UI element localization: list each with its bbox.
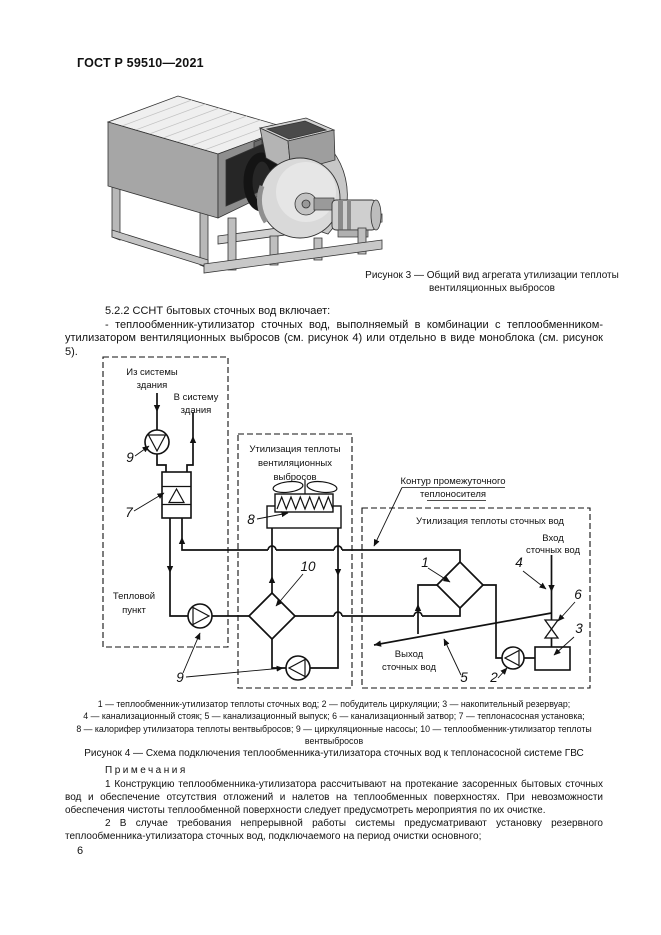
note-item: 2 В случае требования непрерывной работы…	[65, 818, 603, 842]
label-vent-recovery: Утилизация теплоты	[249, 444, 340, 455]
flow-arrows	[153, 405, 555, 647]
svg-text:пункт: пункт	[122, 605, 146, 616]
vent-recovery-box	[237, 433, 353, 689]
item-number-6: 6	[574, 587, 582, 602]
leader-lines	[133, 445, 576, 679]
figure4-legend: 1 — теплообменник-утилизатор теплоты сто…	[65, 698, 603, 748]
item-number-9: 9	[126, 450, 134, 465]
section-5-2-2: 5.2.2 ССНТ бытовых сточных вод включает:…	[65, 305, 603, 359]
item-number-1: 1	[421, 555, 429, 570]
unit-left-frame	[111, 183, 209, 269]
unit-base-frame	[203, 217, 383, 274]
storage-tank-symbol	[534, 646, 571, 671]
section-paragraph: - теплообменник-утилизатор сточных вод, …	[65, 318, 603, 358]
figure3-caption: Рисунок 3 — Общий вид агрегата утилизаци…	[338, 269, 646, 295]
unit-fan-drum	[256, 157, 341, 239]
air-heater-symbol	[266, 493, 342, 529]
heat-pump-unit-symbol	[161, 471, 192, 519]
section-heading: 5.2.2 ССНТ бытовых сточных вод включает:	[105, 305, 331, 317]
legend-line: 8 — калорифер утилизатора теплоты вентвы…	[76, 723, 592, 734]
svg-text:здания: здания	[137, 380, 168, 391]
item-number-5: 5	[460, 670, 468, 685]
svg-text:сточных вод: сточных вод	[526, 545, 580, 556]
valve-icon	[543, 619, 560, 639]
label-sewage-out: Выход	[395, 649, 424, 660]
heat-point-box	[102, 356, 229, 648]
fan-icon	[272, 480, 338, 494]
svg-text:здания: здания	[181, 405, 212, 416]
notes-title: Примечания	[105, 765, 188, 776]
pump-icon	[501, 646, 525, 670]
document-number: ГОСТ Р 59510—2021	[77, 56, 204, 70]
legend-line: 1 — теплообменник-утилизатор теплоты сто…	[97, 699, 571, 709]
label-sewage-recovery: Утилизация теплоты сточных вод	[416, 516, 564, 527]
label-intermediate-loop: Контур промежуточного	[400, 476, 505, 487]
notes-block: Примечания 1 Конструкцию теплообменника-…	[65, 764, 603, 843]
sewage-recovery-box	[361, 507, 591, 689]
legend-line: вентвыбросов	[304, 736, 364, 747]
unit-motor	[313, 197, 382, 238]
sewage-outlet-line	[373, 612, 552, 646]
svg-text:сточных вод: сточных вод	[382, 662, 436, 673]
pump-icon	[285, 655, 311, 681]
item-number-2: 2	[489, 670, 498, 685]
legend-line: 4 — канализационный стояк; 5 — канализац…	[83, 711, 585, 722]
item-number-4: 4	[515, 555, 523, 570]
item-number-9b: 9	[176, 670, 184, 685]
svg-text:теплоносителя: теплоносителя	[420, 489, 486, 500]
item-number-3: 3	[575, 621, 583, 636]
item-number-7: 7	[125, 505, 133, 520]
pump-icon	[144, 429, 170, 455]
figure3-caption-line2: вентиляционных выбросов	[429, 283, 555, 294]
vent-heat-exchanger-symbol	[247, 591, 297, 641]
label-underlines	[402, 487, 505, 501]
label-from-building: Из системы	[126, 367, 178, 378]
svg-text:вентиляционных: вентиляционных	[258, 458, 332, 469]
figure4-schematic: Из системы здания В систему здания Тепло…	[102, 356, 591, 689]
item-number-10: 10	[300, 559, 316, 574]
figure3-caption-line1: Рисунок 3 — Общий вид агрегата утилизаци…	[365, 270, 619, 281]
page-number: 6	[77, 845, 84, 857]
figure3-unit-drawing	[106, 95, 383, 274]
label-sewage-in: Вход	[542, 533, 564, 544]
figure4-caption: Рисунок 4 — Схема подключения теплообмен…	[84, 748, 584, 759]
item-number-8: 8	[247, 512, 255, 527]
pump-icon	[187, 603, 213, 629]
label-to-building: В систему	[174, 392, 219, 403]
label-heat-point: Тепловой	[113, 591, 155, 602]
svg-text:выбросов: выбросов	[273, 472, 316, 483]
pipework	[156, 393, 553, 669]
note-item: 1 Конструкцию теплообменника-утилизатора…	[65, 779, 603, 816]
sewage-heat-exchanger-symbol	[435, 560, 485, 610]
